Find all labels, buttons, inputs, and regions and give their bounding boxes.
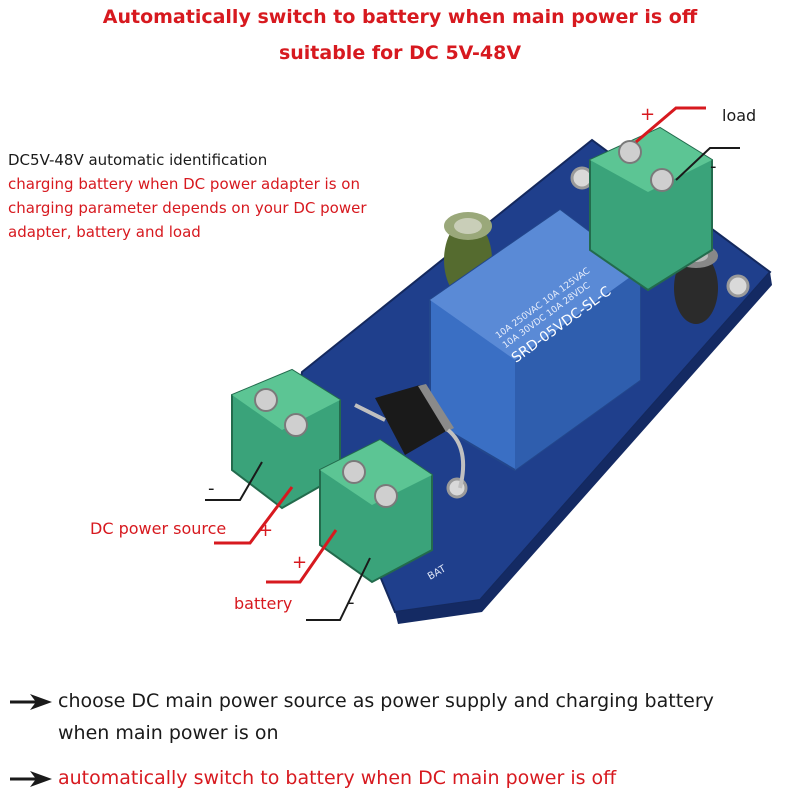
arrow-bullet-icon [10, 694, 52, 710]
screw-icon [618, 140, 642, 164]
screw-icon [254, 388, 278, 412]
dc-source-label: DC power source [90, 519, 227, 538]
product-image: 10A 250VAC 10A 125VAC 10A 30VDC 10A 28VD… [205, 106, 772, 624]
bat-plus-leader [266, 529, 338, 584]
note-auto-identification: DC5V-48V automatic identification [8, 151, 268, 169]
bat-minus-sign: - [348, 592, 355, 613]
note-charging-line-2: charging parameter depends on your DC po… [8, 199, 367, 217]
terminal-block-load [589, 126, 713, 292]
screw-icon [284, 413, 308, 437]
load-label: load [722, 106, 757, 125]
arrow-bullet-icon [10, 771, 52, 787]
bat-plus-sign: + [292, 552, 308, 573]
diode-icon [354, 384, 466, 489]
relay-block: 10A 250VAC 10A 125VAC 10A 30VDC 10A 28VD… [429, 208, 641, 472]
load-minus-sign: - [710, 156, 717, 177]
note-charging-line-3: adapter, battery and load [8, 223, 201, 241]
load-plus-leader [635, 106, 706, 144]
note-charging-line-1: charging battery when DC power adapter i… [8, 175, 360, 193]
terminal-block-dc-source [231, 368, 341, 510]
bottom-line-2: when main power is on [58, 722, 279, 744]
screw-icon [342, 460, 366, 484]
load-plus-sign: + [640, 104, 656, 125]
bottom-line-3: automatically switch to battery when DC … [58, 767, 617, 789]
screw-icon [374, 484, 398, 508]
bottom-line-1: choose DC main power source as power sup… [58, 690, 714, 712]
dc-plus-sign: + [258, 520, 274, 541]
load-minus-leader [675, 147, 740, 181]
bat-minus-leader [306, 557, 371, 621]
battery-label: battery [234, 594, 293, 613]
dc-plus-leader [214, 486, 294, 545]
dc-minus-sign: - [208, 478, 215, 499]
terminal-block-battery [319, 438, 433, 584]
headline-line-1: Automatically switch to battery when mai… [102, 6, 698, 28]
headline-line-2: suitable for DC 5V-48V [278, 42, 522, 64]
dc-minus-leader [205, 461, 263, 501]
screw-icon [650, 168, 674, 192]
mounting-hole-icon [726, 274, 750, 298]
